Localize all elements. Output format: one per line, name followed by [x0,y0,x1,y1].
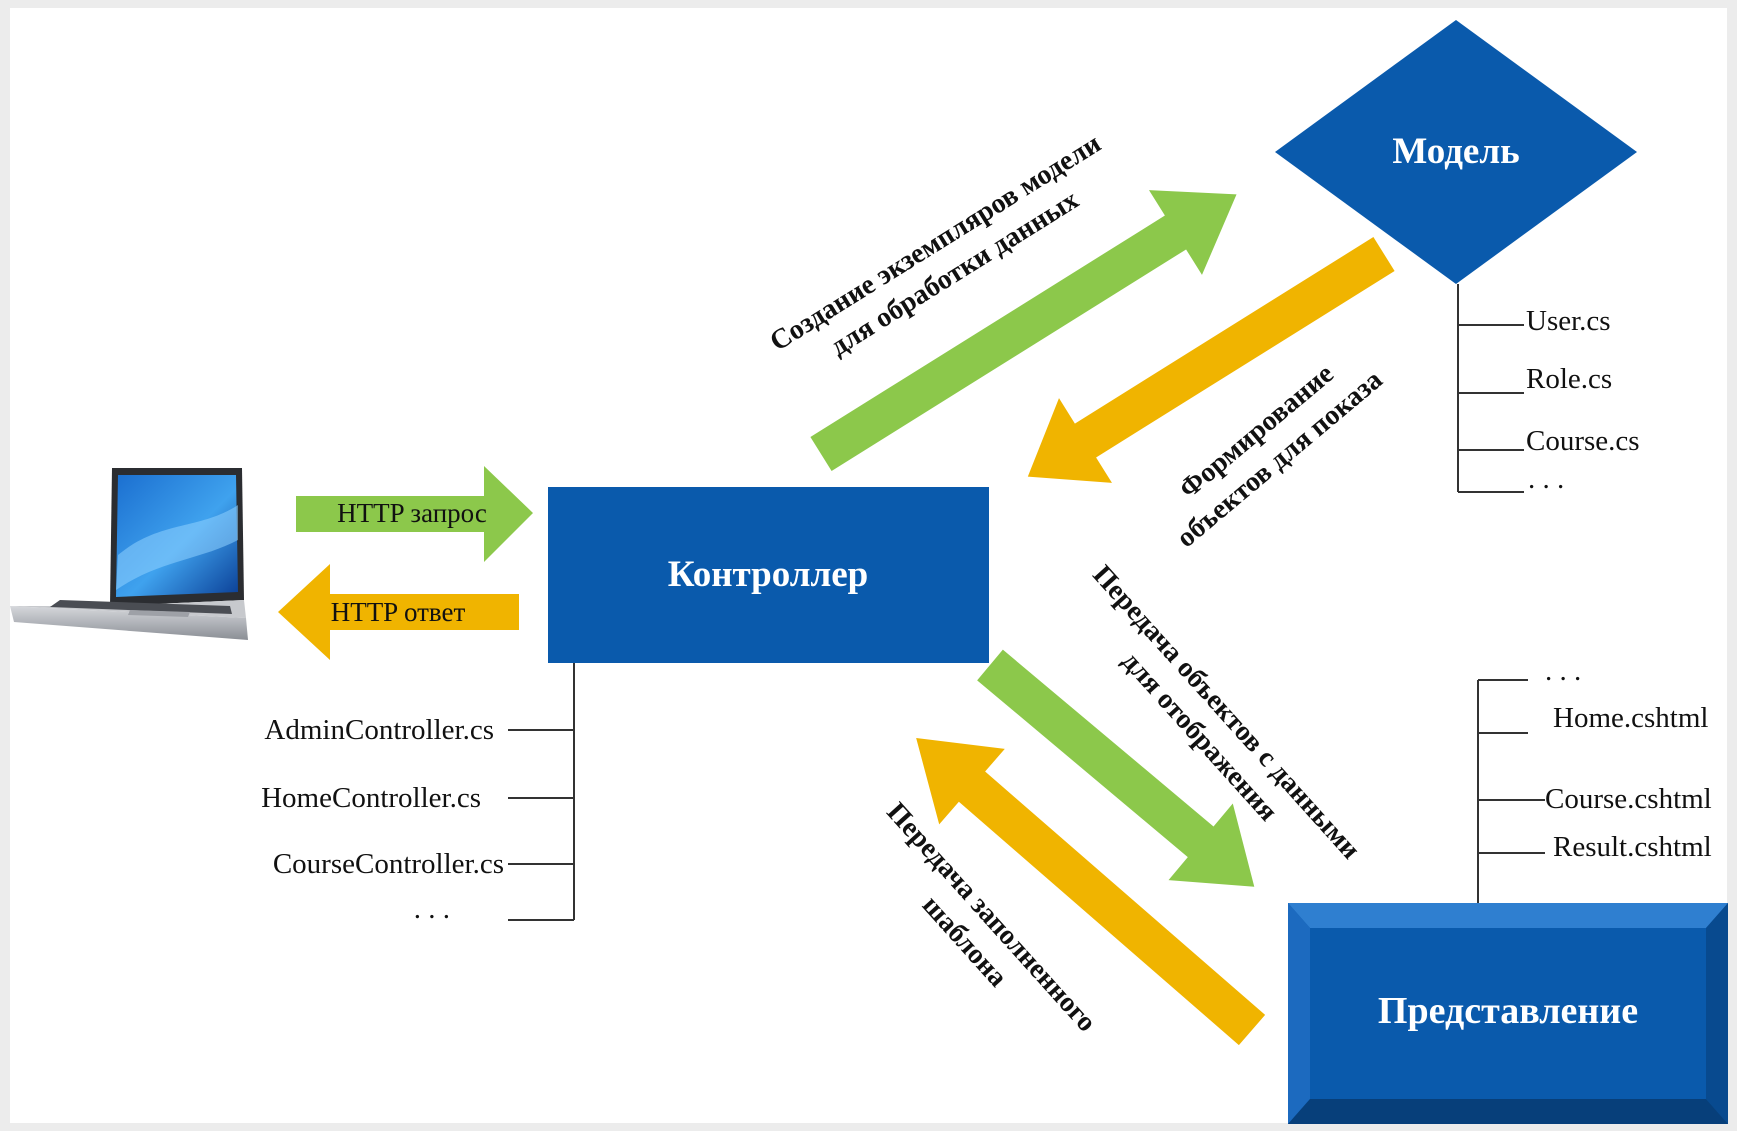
view-file-course: Course.cshtml [1545,783,1712,815]
view-box: Представление [1288,903,1728,1124]
form-objects-arrow [1027,237,1395,483]
http-request-label: HTTP запрос [337,498,487,528]
model-file-more: . . . [1528,463,1564,495]
create-model-arrow [810,190,1237,471]
controller-file-course: CourseController.cs [273,848,504,880]
model-title: Модель [1392,131,1519,172]
model-file-course: Course.cs [1526,425,1640,457]
view-title: Представление [1378,990,1638,1032]
controller-file-home: HomeController.cs [261,782,481,814]
http-response-arrow: HTTP ответ [278,564,519,660]
controller-title: Контроллер [668,554,869,595]
pass-template-arrow [916,738,1266,1046]
model-file-tree [1457,284,1524,493]
laptop-icon [10,468,248,640]
controller-file-tree [508,663,575,921]
http-response-label: HTTP ответ [331,597,466,627]
model-file-role: Role.cs [1526,363,1612,395]
view-file-more: . . . [1545,655,1581,687]
controller-file-admin: AdminController.cs [264,714,494,746]
model-file-user: User.cs [1526,305,1611,337]
http-request-arrow: HTTP запрос [296,466,533,562]
pass-objects-arrow [977,649,1255,887]
model-diamond: Модель [1275,20,1637,284]
view-file-tree [1477,679,1545,903]
controller-file-more: . . . [414,893,450,925]
view-file-home: Home.cshtml [1553,702,1708,734]
view-file-result: Result.cshtml [1553,831,1712,863]
controller-box: Контроллер [548,487,989,663]
